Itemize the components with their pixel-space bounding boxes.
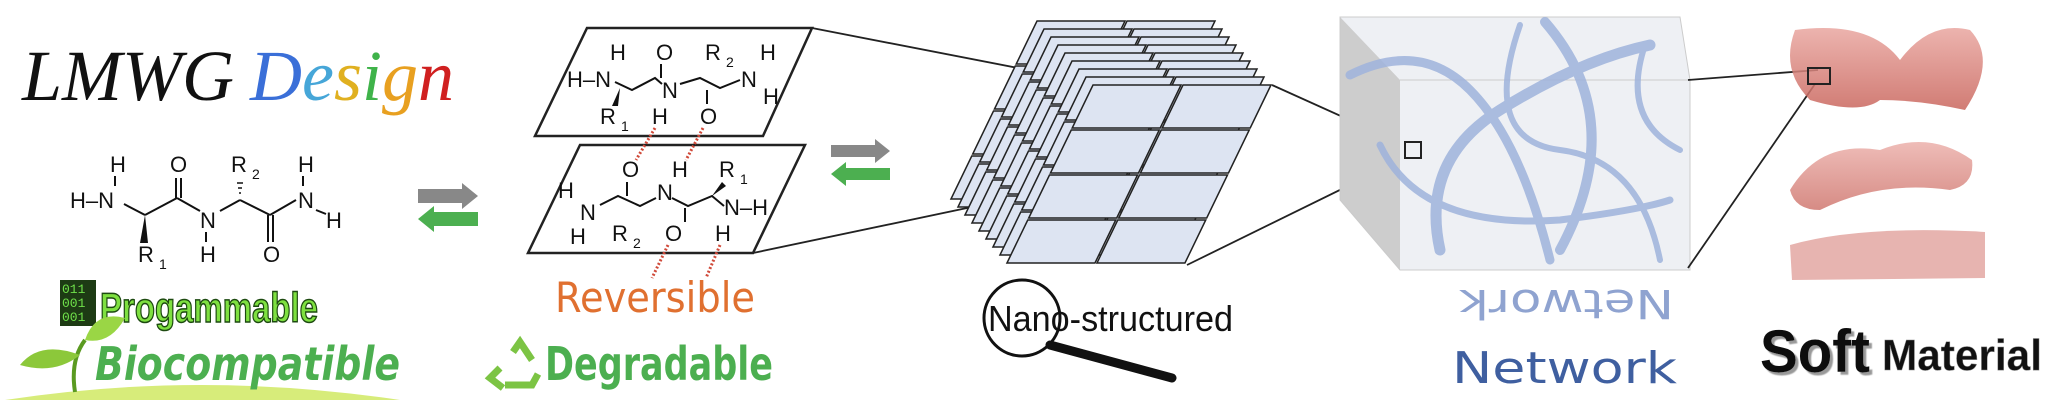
binary-row: 001	[62, 310, 86, 325]
degradable-label: Degradable	[545, 337, 773, 391]
hydrogen-bonds	[634, 127, 722, 279]
top-sheet: H H–N O R 2 H N N H R 1 H O	[533, 26, 814, 138]
dipeptide-molecule: H H–N O R 2 H N H N H R 1 O	[70, 152, 342, 272]
letter: i	[362, 36, 382, 116]
atom: H	[672, 157, 688, 182]
atom: H–N	[70, 188, 114, 213]
reverse-arrow-icon	[418, 206, 478, 232]
equilibrium-arrows-2	[831, 139, 890, 186]
letter: g	[382, 36, 418, 116]
atom: O	[263, 242, 280, 267]
atom: O	[656, 40, 673, 65]
zoom-box	[1807, 67, 1831, 85]
atom: 2	[726, 54, 734, 70]
nano-sheet-tile	[1071, 84, 1183, 129]
binary-icon: 011 001 001	[60, 280, 96, 326]
biocompatible-label: Biocompatible	[95, 337, 400, 391]
atom: N	[741, 67, 757, 92]
atom: N	[657, 180, 673, 205]
atom: H	[715, 221, 731, 246]
atom: H	[298, 152, 314, 177]
letter: s	[334, 36, 362, 116]
atom: H	[760, 40, 776, 65]
atom: N	[662, 78, 678, 103]
atom: 1	[621, 118, 629, 134]
atom: N	[200, 208, 216, 233]
atom: O	[170, 152, 187, 177]
sprout-icon	[5, 316, 400, 400]
letter: D	[249, 36, 302, 116]
atom: 2	[633, 235, 641, 251]
atom: N	[298, 188, 314, 213]
nano-sheet-tile	[1117, 174, 1229, 219]
programmable-label: Progammable	[100, 284, 318, 331]
atom: H	[200, 242, 216, 267]
atom: R	[719, 157, 735, 182]
reverse-arrow-icon	[831, 162, 890, 186]
nano-sheet-tile	[1005, 219, 1117, 264]
network-mirrored-group: Network	[1458, 280, 1674, 326]
atom: R	[138, 242, 154, 267]
atom: R	[612, 221, 628, 246]
zoom-lines-3	[1687, 69, 1819, 269]
title-lmwg: LMWG	[21, 36, 234, 116]
atom: N–H	[724, 195, 768, 220]
atom: O	[665, 221, 682, 246]
atom: H	[652, 104, 668, 129]
soft-label: Soft	[1760, 318, 1870, 385]
nano-sheet-tile	[1095, 219, 1207, 264]
atom: H	[558, 178, 574, 203]
letter: e	[302, 36, 334, 116]
nano-structured-label: Nano-structured	[988, 298, 1233, 339]
network-cube	[1339, 16, 1691, 271]
atom: 2	[252, 166, 260, 182]
atom: N	[580, 200, 596, 225]
atom: H	[570, 224, 586, 249]
letter: n	[418, 36, 454, 116]
bottom-sheet: O H R 1 H N N N–H H R 2 O H	[526, 143, 807, 255]
atom: 1	[159, 256, 167, 272]
atom: H	[763, 84, 779, 109]
atom: R	[705, 40, 721, 65]
nano-sheet-tile	[1027, 174, 1139, 219]
nano-sheet-tile	[1139, 129, 1251, 174]
soft-material-photo	[1790, 28, 1985, 280]
title-design: Design	[249, 36, 454, 116]
magnifier-icon	[982, 278, 1177, 383]
design-title: LMWG Design	[21, 36, 454, 116]
atom: R	[231, 152, 247, 177]
nano-sheet-tile	[1049, 129, 1161, 174]
atom: R	[600, 104, 616, 129]
recycle-icon	[484, 335, 542, 391]
nano-sheet-stack	[949, 20, 1273, 264]
atom: 1	[740, 171, 748, 187]
atom: H–N	[567, 67, 611, 92]
material-label: Material	[1882, 331, 2042, 380]
atom: H	[326, 208, 342, 233]
network-label: Network	[1452, 343, 1678, 394]
forward-arrow-icon	[418, 183, 478, 209]
equilibrium-arrows-1	[418, 183, 478, 232]
nano-sheet-tile	[1161, 84, 1273, 129]
atom: H	[110, 152, 126, 177]
binary-row: 001	[62, 296, 86, 311]
atom: O	[700, 104, 717, 129]
forward-arrow-icon	[831, 139, 890, 163]
binary-row: 011	[62, 282, 86, 297]
zoom-box	[1404, 141, 1422, 159]
network-mirrored-label: Network	[1458, 280, 1674, 326]
atom: O	[622, 157, 639, 182]
reversible-label: Reversible	[555, 273, 755, 322]
atom: H	[610, 40, 626, 65]
